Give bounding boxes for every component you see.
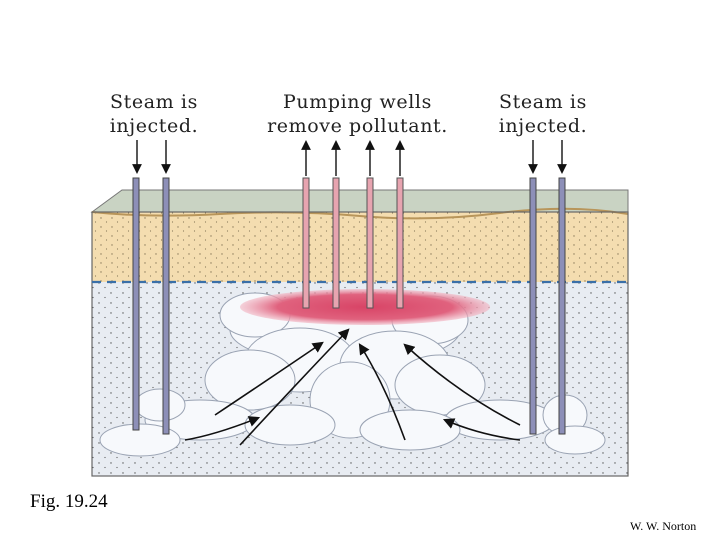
pumping-well bbox=[396, 177, 404, 309]
pumping-wells bbox=[302, 177, 404, 309]
credit-text: W. W. Norton bbox=[630, 519, 697, 533]
up-arrow-icon bbox=[301, 140, 405, 176]
pumping-wells-label: Pumping wells remove pollutant. bbox=[255, 90, 460, 138]
steam-injected-label-right: Steam is injected. bbox=[484, 90, 602, 138]
label-line: Steam is bbox=[110, 91, 198, 113]
pumping-well bbox=[302, 177, 310, 309]
label-line: Steam is bbox=[499, 91, 587, 113]
block-outline bbox=[91, 211, 629, 477]
steam-injected-label-left: Steam is injected. bbox=[95, 90, 213, 138]
down-arrow-icon bbox=[132, 140, 567, 174]
steam-well bbox=[132, 177, 140, 431]
steam-injection-wells bbox=[132, 177, 566, 435]
label-line: injected. bbox=[498, 115, 588, 137]
steam-well bbox=[162, 177, 170, 435]
pumping-well bbox=[332, 177, 340, 309]
pollutant-plume bbox=[240, 289, 490, 325]
figure-caption: Fig. 19.24 bbox=[30, 491, 108, 512]
label-line: injected. bbox=[109, 115, 199, 137]
steam-well bbox=[558, 177, 566, 435]
unsaturated-zone bbox=[92, 212, 628, 282]
steam-well bbox=[529, 177, 537, 435]
pumping-well bbox=[366, 177, 374, 309]
label-line: remove pollutant. bbox=[267, 115, 448, 137]
surface-soil-edge bbox=[91, 207, 629, 220]
flow-arrow-icon bbox=[184, 328, 521, 446]
label-line: Pumping wells bbox=[283, 91, 432, 113]
